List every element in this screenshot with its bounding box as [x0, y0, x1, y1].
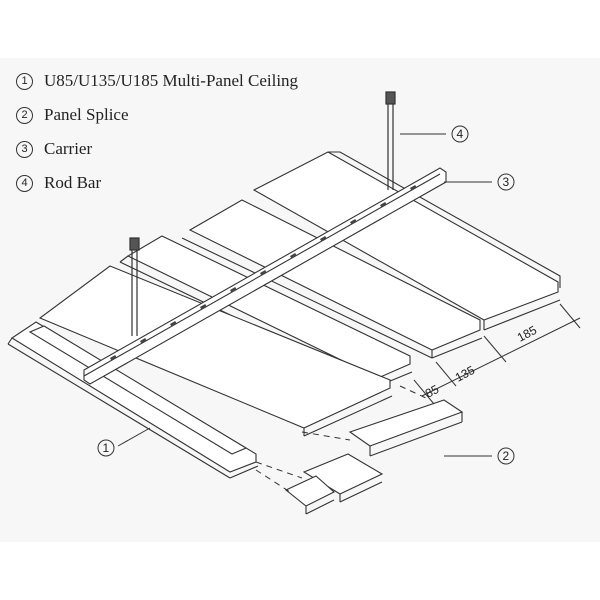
legend-label: Panel Splice [44, 105, 129, 124]
carrier-slots [110, 185, 417, 361]
legend-number: 1 [16, 72, 33, 90]
legend-item-1: 1 U85/U135/U185 Multi-Panel Ceiling [16, 64, 298, 98]
callout-leaders [117, 133, 492, 457]
callout-label: 4 [457, 127, 464, 141]
dimension-lines [413, 303, 581, 405]
panel-splice [284, 399, 464, 515]
callout-label: 3 [503, 175, 510, 189]
legend-item-3: 3 Carrier [16, 132, 298, 166]
rod-bar-right [385, 91, 396, 190]
legend-number: 4 [16, 174, 33, 192]
callout-3: 3 [497, 173, 515, 191]
dimension-185: 185 [515, 323, 540, 345]
callout-label: 2 [503, 449, 510, 463]
dimension-85: 85 [423, 382, 442, 401]
legend-item-4: 4 Rod Bar [16, 166, 298, 200]
legend: 1 U85/U135/U185 Multi-Panel Ceiling 2 Pa… [16, 64, 298, 200]
dimension-135: 135 [453, 363, 478, 385]
alignment-lines [255, 385, 427, 493]
panel-85-front [7, 321, 259, 479]
panel-135 [181, 199, 483, 359]
legend-number: 2 [16, 106, 33, 124]
rod-bar-left [129, 237, 140, 336]
callout-1: 1 [97, 439, 115, 457]
legend-label: Carrier [44, 139, 93, 158]
legend-label: Rod Bar [44, 173, 102, 192]
legend-item-2: 2 Panel Splice [16, 98, 298, 132]
legend-number: 3 [16, 140, 33, 158]
panel-185-right [252, 151, 561, 331]
legend-label: U85/U135/U185 Multi-Panel Ceiling [44, 71, 299, 90]
callout-2: 2 [497, 447, 515, 465]
panel-185-left [38, 265, 393, 437]
callout-label: 1 [103, 441, 110, 455]
callout-4: 4 [451, 125, 469, 143]
